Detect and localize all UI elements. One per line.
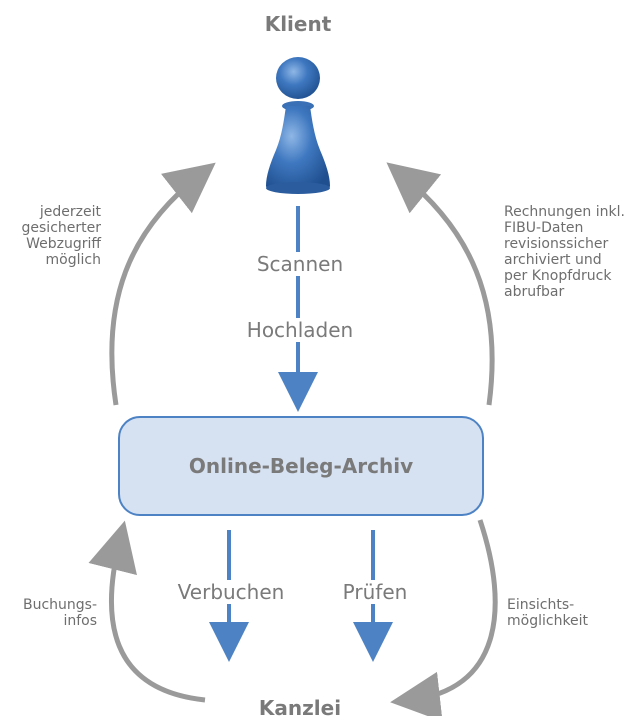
- note-line: gesicherter: [21, 220, 101, 236]
- left-bottom-curved-arrow: [88, 520, 206, 703]
- pruefen-label: Prüfen: [331, 580, 419, 604]
- verbuchen-label: Verbuchen: [168, 580, 294, 604]
- note-line: infos: [63, 613, 97, 629]
- note-line: möglich: [45, 252, 101, 268]
- scannen-label: Scannen: [243, 252, 357, 276]
- note-line: FIBU-Daten: [504, 220, 584, 236]
- right-bottom-note: Einsichts- möglichkeit: [507, 597, 627, 629]
- online-beleg-archiv-label: Online-Beleg-Archiv: [188, 454, 414, 478]
- note-line: jederzeit: [39, 204, 101, 220]
- note-line: Webzugriff: [26, 236, 101, 252]
- client-title: Klient: [264, 12, 332, 36]
- note-line: abrufbar: [504, 284, 565, 300]
- note-line: Rechnungen inkl.: [504, 204, 625, 220]
- note-line: Einsichts-: [507, 597, 575, 613]
- left-top-curved-arrow: [109, 162, 216, 406]
- right-top-note: Rechnungen inkl. FIBU-Daten revisionssic…: [504, 204, 642, 300]
- note-line: revisionssicher: [504, 236, 609, 252]
- note-line: möglichkeit: [507, 613, 589, 629]
- right-bottom-curved-arrow: [390, 519, 498, 716]
- right-top-curved-arrow: [386, 162, 495, 406]
- kanzlei-title: Kanzlei: [258, 696, 342, 720]
- note-line: archiviert und: [504, 252, 602, 268]
- online-beleg-archiv-box: Online-Beleg-Archiv: [118, 416, 484, 516]
- left-bottom-note: Buchungs- infos: [0, 597, 97, 629]
- hochladen-label: Hochladen: [238, 318, 362, 342]
- left-top-note: jederzeit gesicherter Webzugriff möglich: [0, 204, 101, 268]
- note-line: Buchungs-: [22, 597, 97, 613]
- note-line: per Knopfdruck: [504, 268, 612, 284]
- game-pawn-icon: [266, 57, 330, 194]
